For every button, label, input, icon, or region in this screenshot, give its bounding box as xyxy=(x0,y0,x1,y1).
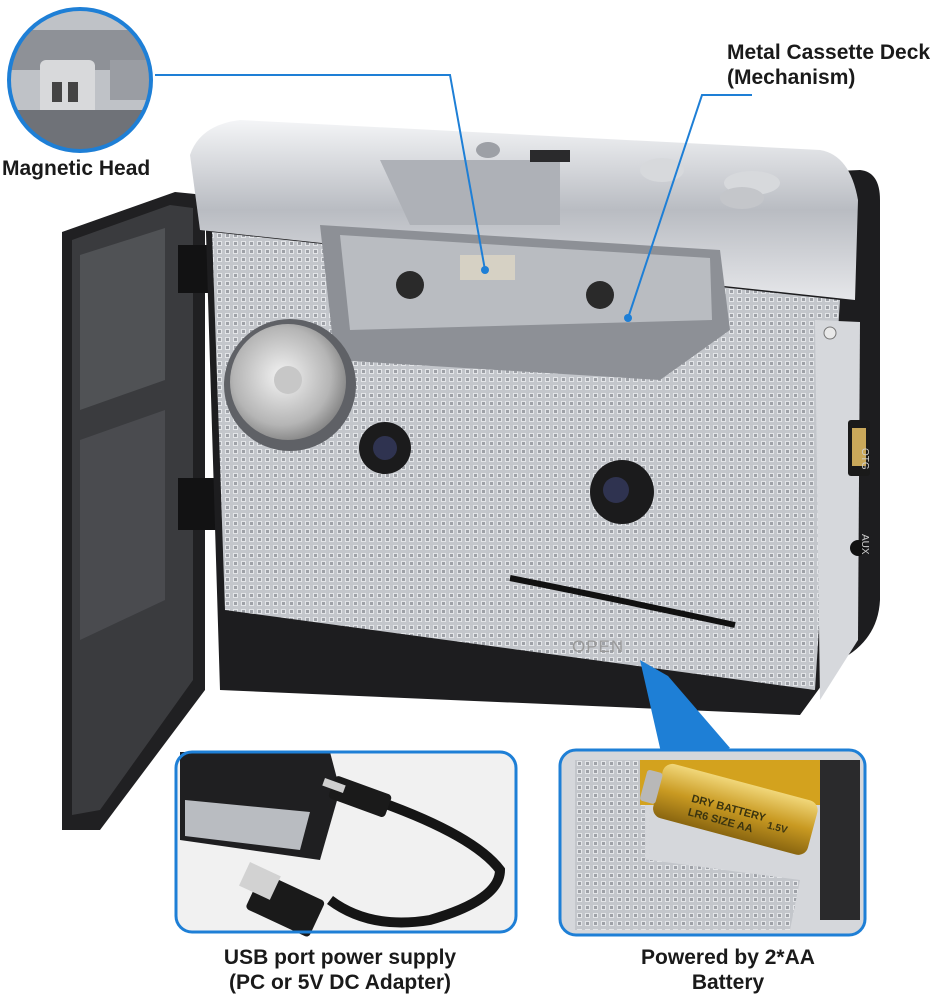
aux-label: AUX xyxy=(859,534,870,555)
callout-lines xyxy=(155,74,752,319)
usb-power-label: USB port power supply (PC or 5V DC Adapt… xyxy=(160,945,520,995)
battery-pointer-wedge xyxy=(640,660,730,770)
head-pointer-dot xyxy=(481,266,489,274)
magnetic-head-label: Magnetic Head xyxy=(2,156,150,181)
battery-voltage: 1.5V xyxy=(766,820,789,836)
magnetic-head-label-text: Magnetic Head xyxy=(2,157,151,180)
device-body xyxy=(190,120,880,715)
open-lid xyxy=(62,192,216,830)
battery-label-line2: Battery xyxy=(691,971,765,995)
open-label: OPEN xyxy=(572,637,624,656)
battery-power-label: Powered by 2*AA Battery xyxy=(598,945,858,995)
metal-deck-label: Metal Cassette Deck (Mechanism) xyxy=(727,40,930,90)
usb-label-line2: (PC or 5V DC Adapter) xyxy=(228,971,452,995)
magnetic-head-zoom xyxy=(7,7,153,153)
usb-label-line1: USB port power supply xyxy=(223,946,457,969)
battery-inset: DRY BATTERY LR6 SIZE AA 1.5V xyxy=(558,748,867,937)
metal-deck-label-line2: (Mechanism) xyxy=(727,66,856,90)
battery-label-line1: Powered by 2*AA xyxy=(641,946,815,969)
usb-cable-inset xyxy=(174,750,518,937)
otg-label: OTG xyxy=(859,448,870,470)
deck-pointer-dot xyxy=(624,314,632,322)
metal-deck-label-line1: Metal Cassette Deck xyxy=(727,41,931,64)
